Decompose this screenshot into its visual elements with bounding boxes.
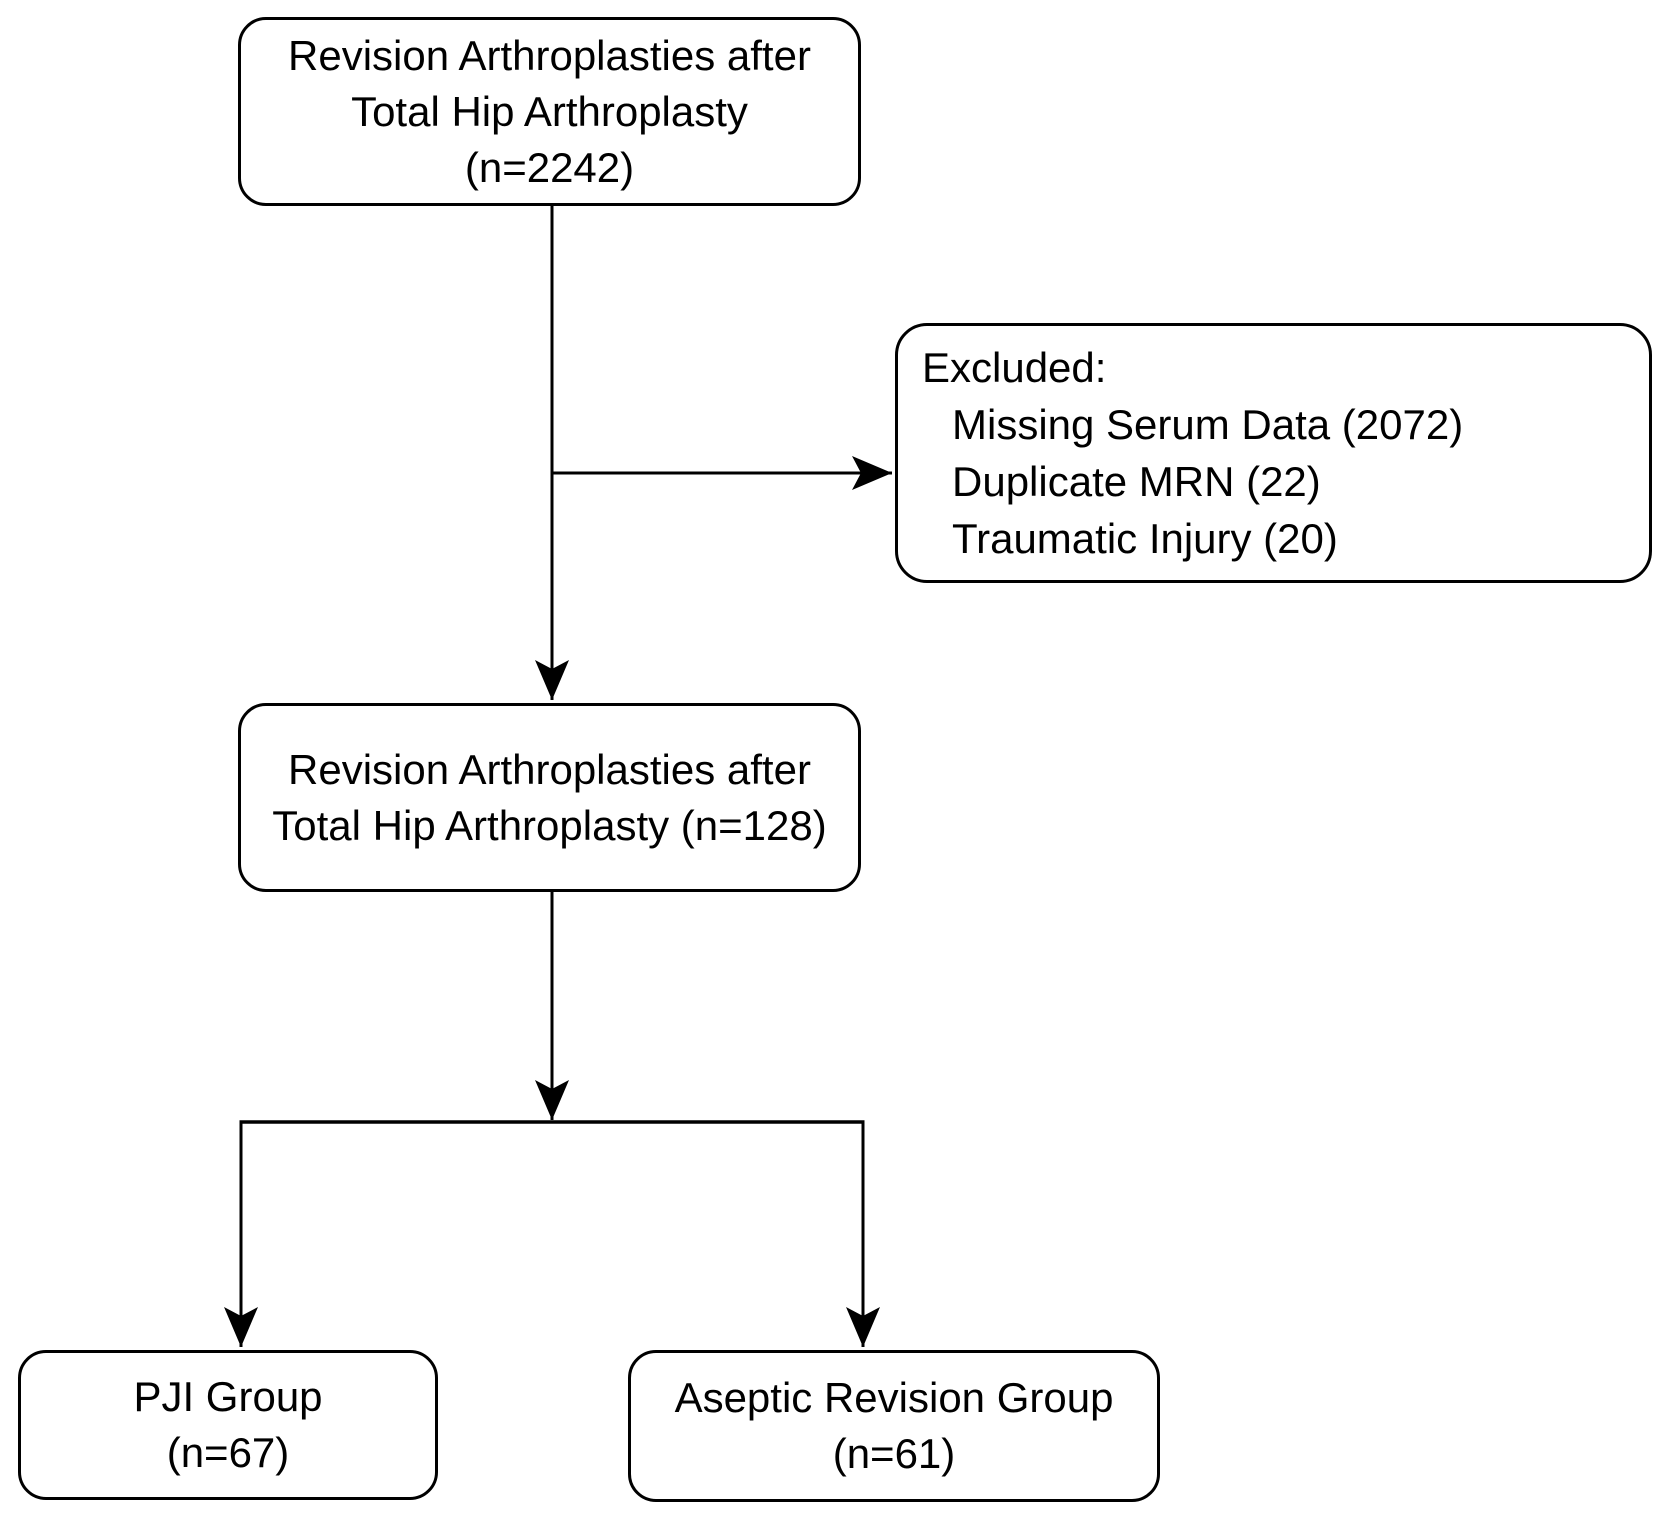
final-cohort-box: Revision Arthroplasties after Total Hip … bbox=[238, 703, 861, 892]
excluded-item: Missing Serum Data (2072) bbox=[952, 401, 1464, 448]
aseptic-group-box: Aseptic Revision Group (n=61) bbox=[628, 1350, 1160, 1502]
initial-cohort-box: Revision Arthroplasties after Total Hip … bbox=[238, 17, 861, 206]
excluded-item: Traumatic Injury (20) bbox=[952, 515, 1338, 562]
aseptic-group-label: Aseptic Revision Group bbox=[674, 1374, 1114, 1421]
initial-cohort-line: Total Hip Arthroplasty bbox=[351, 87, 748, 135]
excluded-box: Excluded: Missing Serum Data (2072) Dupl… bbox=[895, 323, 1652, 583]
pji-group-box: PJI Group (n=67) bbox=[18, 1350, 438, 1500]
initial-cohort-line: Revision Arthroplasties after bbox=[288, 31, 811, 79]
final-cohort-line: Revision Arthroplasties after bbox=[288, 745, 811, 793]
aseptic-group-count: (n=61) bbox=[832, 1430, 956, 1477]
pji-group-label: PJI Group bbox=[133, 1373, 323, 1420]
pji-group-count: (n=67) bbox=[166, 1429, 290, 1476]
excluded-item: Duplicate MRN (22) bbox=[952, 458, 1321, 505]
excluded-title: Excluded: bbox=[922, 344, 1107, 391]
final-cohort-line: Total Hip Arthroplasty (n=128) bbox=[272, 801, 827, 849]
initial-cohort-count: (n=2242) bbox=[464, 143, 635, 191]
